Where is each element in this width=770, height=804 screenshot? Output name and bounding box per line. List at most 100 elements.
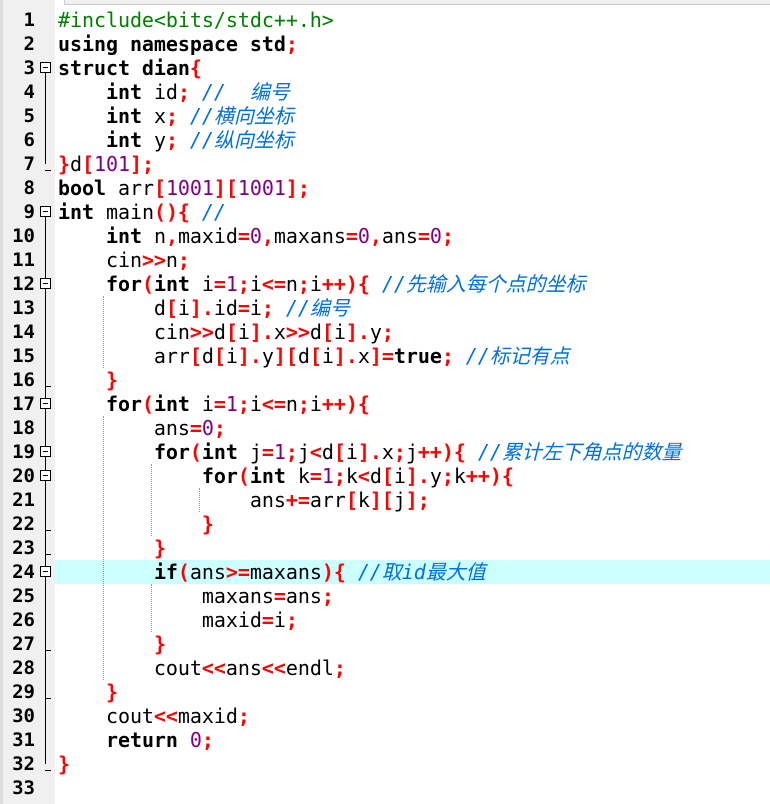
fold-collapse-icon[interactable]: [40, 62, 51, 73]
code-line[interactable]: for(int k=1;k<d[i].y;k++){: [58, 464, 770, 488]
code-line[interactable]: int y; //纵向坐标: [58, 128, 770, 152]
comment: // 编号: [189, 80, 290, 104]
operator: ].: [345, 320, 370, 344]
operator: {: [189, 56, 202, 80]
code-line[interactable]: ans=0;: [58, 416, 770, 440]
operator: ;: [177, 248, 190, 272]
fold-collapse-icon[interactable]: [40, 470, 51, 481]
code-line[interactable]: d[i].id=i; //编号: [58, 296, 770, 320]
code-line[interactable]: int main(){ //: [58, 200, 770, 224]
line-number: 26: [12, 609, 35, 631]
code-line[interactable]: }d[101];: [58, 152, 770, 176]
comment: //: [189, 200, 226, 224]
identifier: [58, 560, 154, 584]
identifier: ans: [58, 416, 190, 440]
identifier: [58, 536, 154, 560]
identifier: i: [177, 296, 190, 320]
code-line[interactable]: if(ans>=maxans){ //取id最大值: [58, 560, 770, 584]
code-line[interactable]: for(int i=1;i<=n;i++){ //先输入每个点的坐标: [58, 272, 770, 296]
code-line[interactable]: }: [58, 632, 770, 656]
code-line[interactable]: maxans=ans;: [58, 584, 770, 608]
identifier: arr: [105, 176, 154, 200]
code-line[interactable]: for(int j=1;j<d[i].x;j++){ //累计左下角点的数量: [58, 440, 770, 464]
operator: <: [357, 464, 370, 488]
identifier: d: [309, 320, 322, 344]
operator: ++){: [321, 272, 370, 296]
identifier: j: [297, 440, 310, 464]
line-number: 5: [23, 105, 35, 127]
code-line[interactable]: }: [58, 536, 770, 560]
operator: }: [153, 632, 166, 656]
fold-collapse-icon[interactable]: [40, 206, 51, 217]
keyword: true: [393, 344, 442, 368]
line-number: 1: [23, 9, 35, 31]
keyword: for: [153, 440, 190, 464]
identifier: maxid: [177, 704, 238, 728]
code-line[interactable]: }: [58, 512, 770, 536]
identifier: maxans: [58, 584, 274, 608]
code-line[interactable]: return 0;: [58, 728, 770, 752]
fold-collapse-icon[interactable]: [40, 566, 51, 577]
operator: ].: [333, 344, 358, 368]
identifier: arr: [309, 488, 346, 512]
operator: ;: [393, 440, 406, 464]
code-line[interactable]: using namespace std;: [58, 32, 770, 56]
identifier: ans: [381, 224, 418, 248]
identifier: y: [261, 344, 274, 368]
fold-collapse-icon[interactable]: [40, 278, 51, 289]
identifier: [58, 392, 106, 416]
code-line[interactable]: int id; // 编号: [58, 80, 770, 104]
identifier: i: [393, 464, 406, 488]
identifier: x: [357, 344, 370, 368]
fold-collapse-icon[interactable]: [40, 446, 51, 457]
operator: }: [58, 152, 70, 176]
keyword: if: [153, 560, 178, 584]
identifier: n: [285, 392, 298, 416]
operator: ].: [249, 320, 274, 344]
fold-end-marker: [45, 530, 51, 531]
code-line[interactable]: ans+=arr[k][j];: [58, 488, 770, 512]
line-number: 19: [12, 441, 35, 463]
code-line[interactable]: cin>>d[i].x>>d[i].y;: [58, 320, 770, 344]
operator: ]=: [369, 344, 394, 368]
code-line[interactable]: }: [58, 368, 770, 392]
identifier: [58, 128, 106, 152]
code-line[interactable]: int x; //横向坐标: [58, 104, 770, 128]
line-number: 15: [12, 345, 35, 367]
code-line[interactable]: cout<<maxid;: [58, 704, 770, 728]
code-line[interactable]: arr[d[i].y][d[i].x]=true; //标记有点: [58, 344, 770, 368]
identifier: maxans: [249, 560, 322, 584]
code-line[interactable]: }: [58, 680, 770, 704]
fold-collapse-icon[interactable]: [40, 398, 51, 409]
operator: }: [105, 680, 118, 704]
identifier: d: [297, 344, 310, 368]
identifier: [58, 104, 106, 128]
code-line[interactable]: struct dian{: [58, 56, 770, 80]
code-line[interactable]: bool arr[1001][1001];: [58, 176, 770, 200]
comment: //横向坐标: [177, 104, 294, 128]
operator: =: [261, 608, 274, 632]
code-line[interactable]: #include<bits/stdc++.h>: [58, 8, 770, 32]
code-line[interactable]: maxid=i;: [58, 608, 770, 632]
operator: ,: [165, 224, 178, 248]
operator: ][: [273, 344, 298, 368]
code-line[interactable]: [58, 776, 770, 800]
identifier: i: [345, 440, 358, 464]
code-line[interactable]: for(int i=1;i<=n;i++){: [58, 392, 770, 416]
indent-guide: [103, 416, 104, 680]
code-line[interactable]: }: [58, 752, 770, 776]
identifier: [58, 464, 202, 488]
operator: (: [177, 560, 190, 584]
code-line[interactable]: cin>>n;: [58, 248, 770, 272]
line-number: 10: [12, 225, 35, 247]
fold-end-marker: [45, 170, 51, 171]
identifier: [58, 224, 106, 248]
code-line[interactable]: cout<<ans<<endl;: [58, 656, 770, 680]
code-line[interactable]: int n,maxid=0,maxans=0,ans=0;: [58, 224, 770, 248]
identifier: maxid: [58, 608, 262, 632]
identifier: i: [249, 272, 262, 296]
identifier: ans: [189, 560, 226, 584]
identifier: d: [321, 440, 334, 464]
identifier: j: [237, 440, 262, 464]
operator: =: [213, 392, 226, 416]
